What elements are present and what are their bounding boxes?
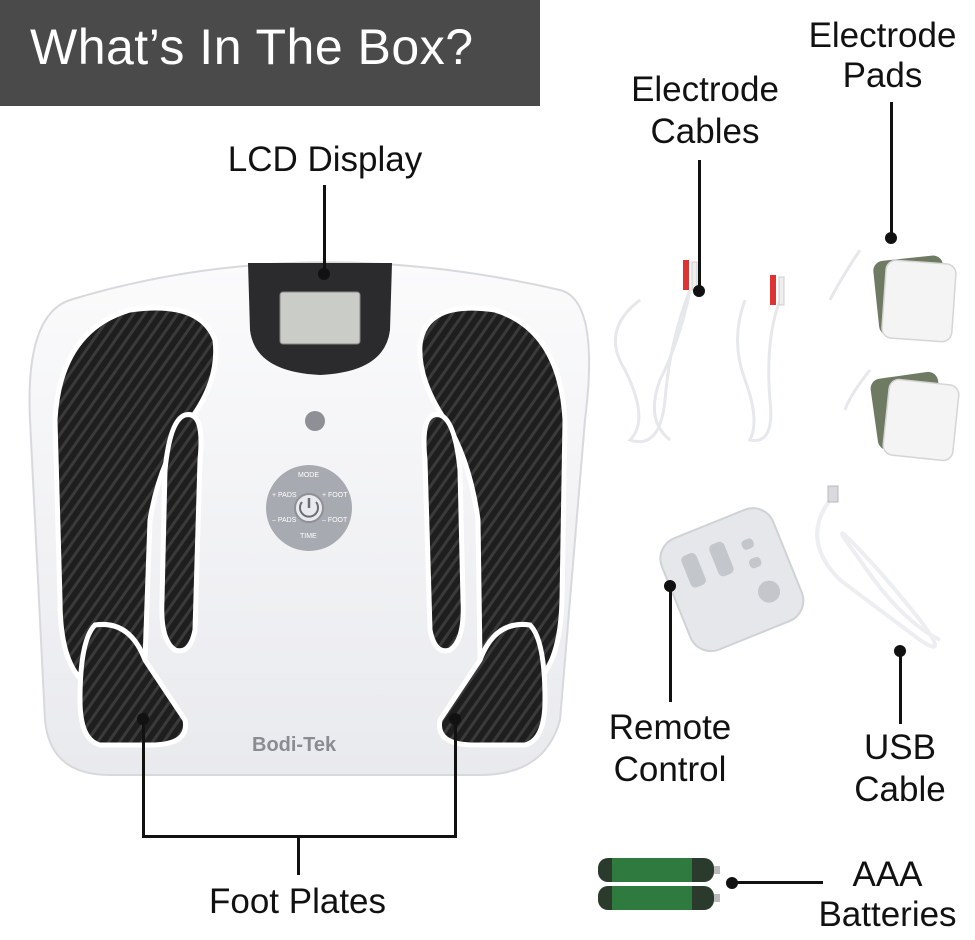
right-foot-plate-side (421, 412, 466, 654)
electrode-cables-illustration (613, 260, 785, 443)
batteries-leader (733, 881, 823, 884)
indicator-light (305, 411, 325, 431)
foot-massager-device (28, 261, 591, 776)
electrode-pads-label-line1: Electrode (808, 16, 957, 55)
foot-plates-dot-left (137, 713, 149, 725)
brand-logo: Bodi-Tek (252, 734, 337, 756)
usb-cable-illustration (815, 485, 941, 649)
foot-minus-label: – FOOT (322, 517, 348, 524)
usb-cable-label-line1: USB (864, 728, 936, 767)
lcd-screen (279, 291, 361, 345)
electrode-pads-dot (885, 232, 897, 244)
batteries-dot (726, 877, 738, 889)
foot-plates-dot-right (449, 713, 461, 725)
electrode-pads-illustration (828, 249, 960, 462)
page-title: What’s In The Box? (30, 19, 474, 75)
lcd-display-leader (323, 185, 326, 270)
left-foot-plate-side (159, 412, 204, 654)
foot-plus-label: + FOOT (322, 492, 348, 499)
remote-control-illustration (659, 507, 805, 653)
electrode-cables-label-line2: Cables (650, 112, 760, 151)
foot-plates-leader-stem (297, 835, 300, 875)
pads-plus-label: + PADS (272, 492, 297, 499)
lcd-display-label: LCD Display (227, 140, 423, 179)
mode-button-label: MODE (298, 472, 319, 479)
left-foot-plate-heel (77, 621, 189, 748)
title-banner: What’s In The Box? (0, 0, 540, 106)
electrode-cables-label-line1: Electrode (631, 70, 779, 109)
foot-plates-leader-left (142, 720, 145, 838)
remote-control-dot (664, 580, 676, 592)
remote-control-label-line2: Control (613, 750, 727, 789)
electrode-cables-dot (693, 285, 705, 297)
batteries-label-line2: Batteries (818, 895, 957, 934)
foot-plates-label: Foot Plates (208, 882, 387, 921)
usb-cable-leader (899, 652, 902, 724)
pads-minus-label: – PADS (272, 517, 297, 524)
lcd-display-dot (318, 268, 330, 280)
electrode-pads-label-line2: Pads (842, 56, 923, 95)
remote-control-leader (669, 587, 672, 702)
usb-cable-label-line2: Cable (854, 770, 946, 809)
time-button-label: TIME (300, 533, 317, 540)
remote-control-label-line1: Remote (608, 708, 732, 747)
foot-plates-leader-right (454, 720, 457, 838)
electrode-cables-leader (698, 160, 701, 287)
electrode-pads-leader (890, 102, 893, 235)
batteries-label-line1: AAA (852, 855, 923, 894)
aaa-batteries-illustration (598, 858, 720, 910)
usb-cable-dot (894, 645, 906, 657)
right-foot-plate-heel (436, 621, 548, 748)
